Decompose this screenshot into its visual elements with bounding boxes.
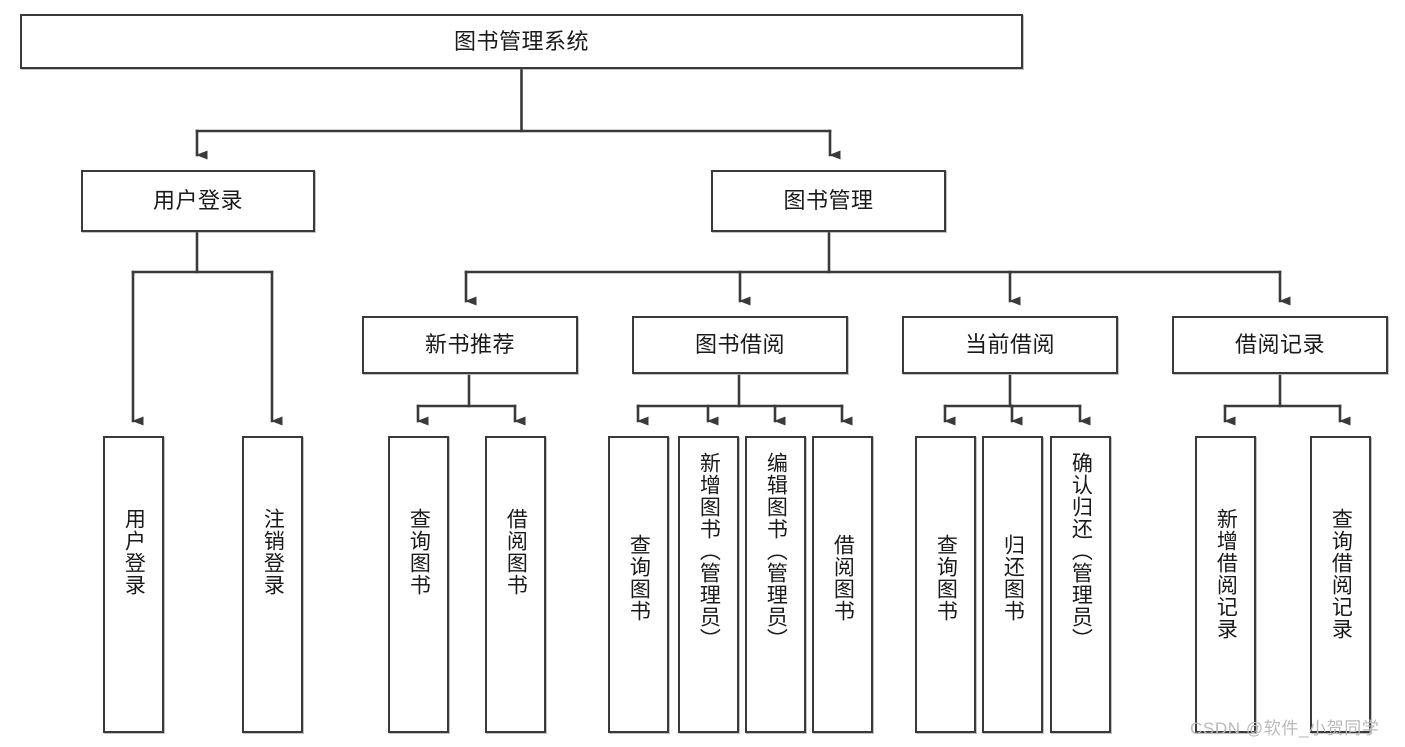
node-leaf-borrow-book-2[interactable]: 借阅图书 <box>812 436 873 733</box>
node-leaf-confirm-return-label: 确认归还（管理员） <box>1069 452 1093 650</box>
node-current-borrow-label: 当前借阅 <box>964 332 1055 358</box>
node-leaf-add-book-label: 新增图书（管理员） <box>697 452 721 650</box>
node-leaf-user-logout[interactable]: 注销登录 <box>242 436 303 733</box>
node-new-book-recommend-label: 新书推荐 <box>424 332 515 358</box>
node-leaf-add-record-label: 新增借阅记录 <box>1214 508 1238 640</box>
node-leaf-borrow-book-2-label: 借阅图书 <box>831 534 855 622</box>
node-leaf-borrow-book-1-label: 借阅图书 <box>504 508 528 596</box>
node-current-borrow[interactable]: 当前借阅 <box>902 316 1118 374</box>
node-borrow-record-label: 借阅记录 <box>1234 332 1325 358</box>
node-leaf-query-book-2-label: 查询图书 <box>627 534 651 622</box>
node-book-borrow[interactable]: 图书借阅 <box>632 316 848 374</box>
node-leaf-return-book[interactable]: 归还图书 <box>982 436 1043 733</box>
watermark: CSDN @软件_小贺同学 <box>1190 719 1380 738</box>
node-user-login[interactable]: 用户登录 <box>81 170 315 232</box>
node-leaf-query-book-1[interactable]: 查询图书 <box>388 436 449 733</box>
node-leaf-user-logout-label: 注销登录 <box>261 508 285 596</box>
node-leaf-query-book-3-label: 查询图书 <box>934 534 958 622</box>
node-leaf-edit-book[interactable]: 编辑图书（管理员） <box>745 436 806 733</box>
node-leaf-borrow-book-1[interactable]: 借阅图书 <box>485 436 546 733</box>
node-root[interactable]: 图书管理系统 <box>20 14 1023 69</box>
node-book-manage[interactable]: 图书管理 <box>711 170 946 232</box>
node-leaf-add-book[interactable]: 新增图书（管理员） <box>678 436 739 733</box>
node-leaf-confirm-return[interactable]: 确认归还（管理员） <box>1050 436 1111 733</box>
node-new-book-recommend[interactable]: 新书推荐 <box>362 316 578 374</box>
node-leaf-query-book-1-label: 查询图书 <box>407 508 431 596</box>
node-root-label: 图书管理系统 <box>453 28 589 54</box>
node-user-login-label: 用户登录 <box>152 188 243 214</box>
node-book-borrow-label: 图书借阅 <box>694 332 785 358</box>
node-leaf-return-book-label: 归还图书 <box>1001 534 1025 622</box>
node-leaf-query-book-2[interactable]: 查询图书 <box>608 436 669 733</box>
node-borrow-record[interactable]: 借阅记录 <box>1172 316 1388 374</box>
node-leaf-add-record[interactable]: 新增借阅记录 <box>1195 436 1256 733</box>
node-leaf-edit-book-label: 编辑图书（管理员） <box>764 452 788 650</box>
node-leaf-user-login[interactable]: 用户登录 <box>103 436 164 733</box>
node-book-manage-label: 图书管理 <box>783 188 874 214</box>
node-leaf-user-login-label: 用户登录 <box>122 508 146 596</box>
node-leaf-query-record-label: 查询借阅记录 <box>1329 508 1353 640</box>
node-leaf-query-record[interactable]: 查询借阅记录 <box>1310 436 1371 733</box>
node-leaf-query-book-3[interactable]: 查询图书 <box>915 436 976 733</box>
